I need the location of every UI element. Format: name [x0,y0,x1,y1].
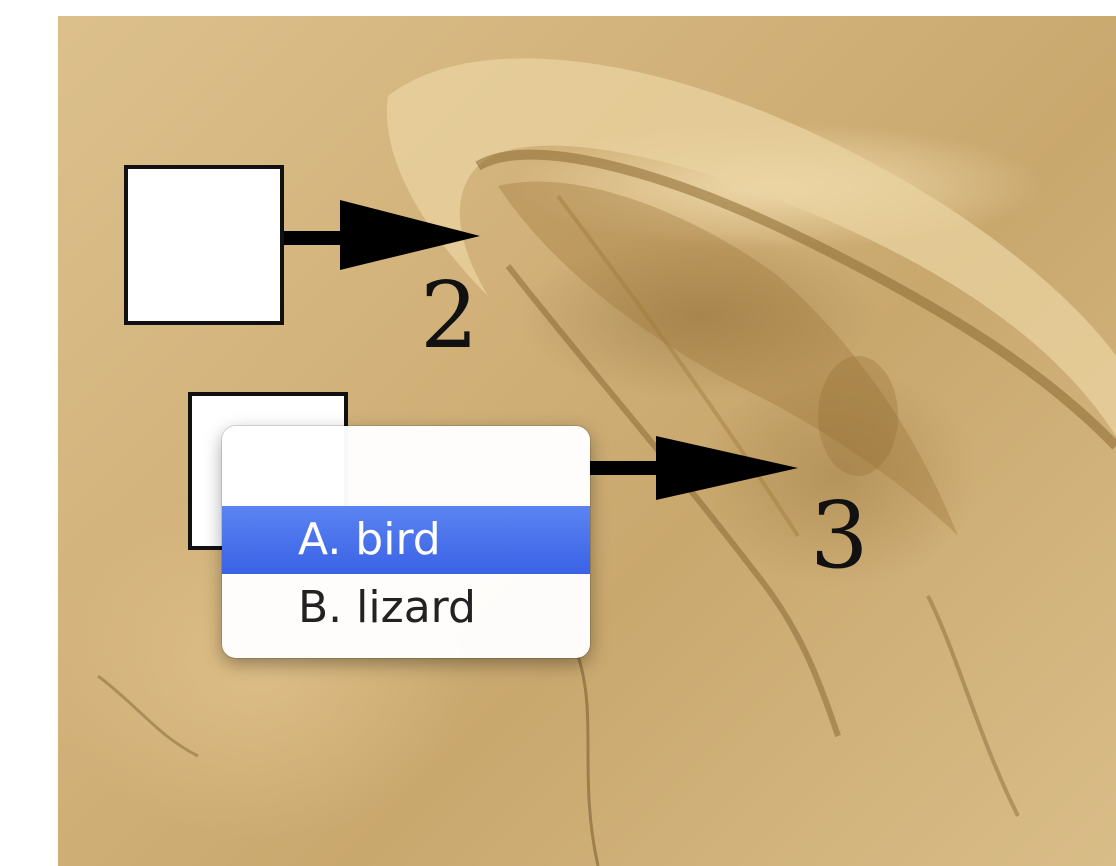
dropdown-blank-option[interactable] [222,426,590,506]
callout-number-3: 3 [810,482,869,589]
arrow-to-3 [588,436,798,500]
fossil-texture [97,58,1116,866]
dropdown-option-lizard[interactable]: B. lizard [298,582,476,633]
answer-box-1[interactable] [124,165,284,325]
dropdown-option-bird[interactable]: A. bird [222,506,590,574]
callout-number-2: 2 [420,262,479,369]
arrow-to-2 [284,200,480,270]
